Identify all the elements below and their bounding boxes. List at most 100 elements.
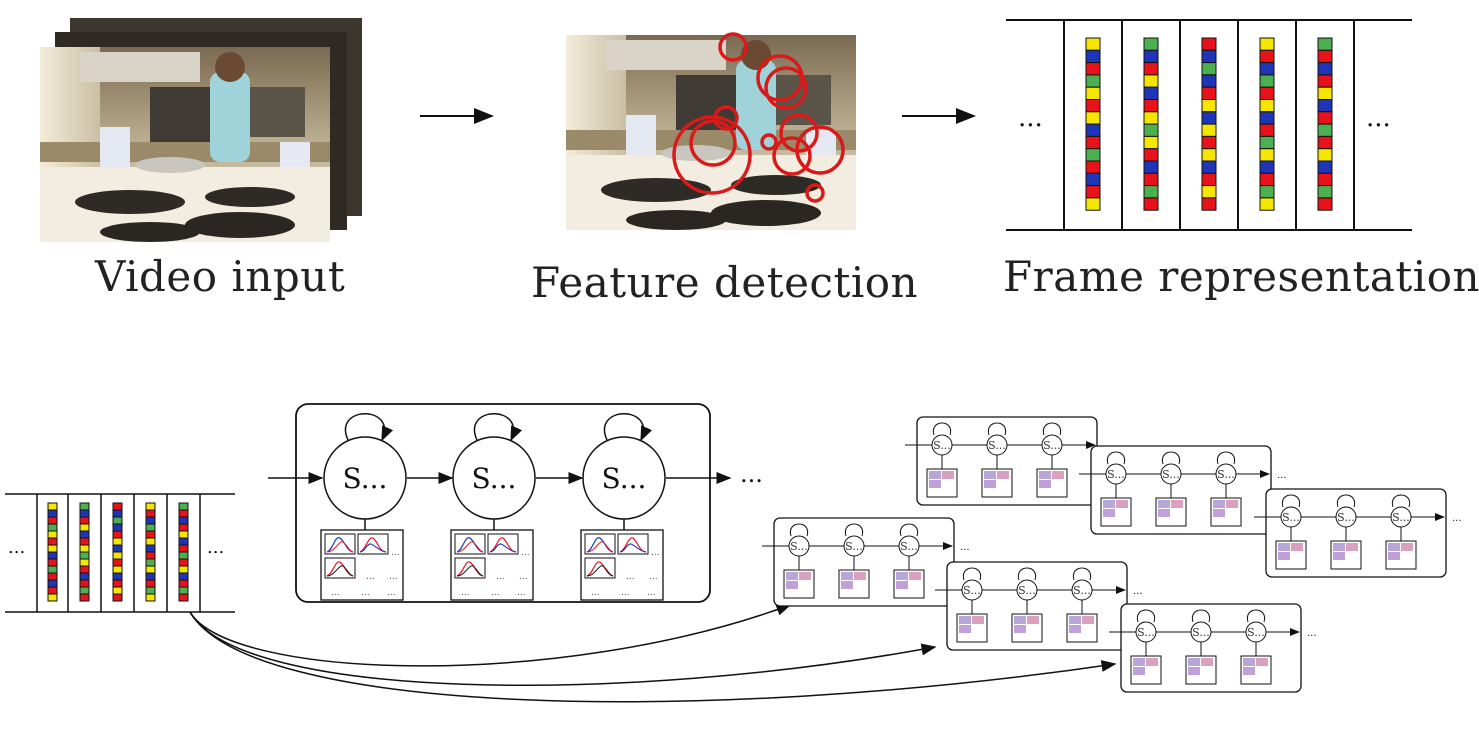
feature-cell [1201,148,1217,162]
ellipsis-left: ... [1018,103,1043,133]
feature-cell [1201,123,1217,137]
feature-cell [47,530,58,539]
feature-cell [79,551,90,560]
ellipsis-small-right: ... [207,537,225,558]
ellipsis-small-left: ... [8,537,26,558]
feature-cell [79,565,90,574]
feature-cell [47,537,58,546]
feature-cell [79,509,90,518]
feature-cell [1201,160,1217,174]
feature-cell [47,579,58,588]
feature-cell [1201,86,1217,100]
feature-cell [1259,49,1275,64]
feature-cell [1259,37,1275,51]
feature-cell [1259,185,1275,199]
feature-cell [178,530,189,539]
feature-cell [1085,135,1101,150]
feature-detection-image [566,32,856,230]
feature-cell [112,551,123,560]
feature-cell [1143,185,1159,199]
feature-cell [1143,111,1159,125]
feature-cell [1317,160,1333,174]
feature-cell [178,565,189,574]
feature-cell [1317,123,1333,137]
feature-cell [1143,197,1159,211]
feature-cell [79,516,90,525]
feature-cell [1317,49,1333,64]
feature-cell [1317,135,1333,150]
feature-cell [145,586,156,595]
feature-cell [178,537,189,546]
feature-cell [79,558,90,567]
feature-cell [1201,49,1217,64]
feature-cell [1317,37,1333,51]
feature-cell [145,544,156,553]
caption-frame-representation: Frame representation [1003,252,1479,301]
feature-cell [47,551,58,560]
feature-cell [145,523,156,532]
feature-cell [112,565,123,574]
feature-cell [1085,197,1101,211]
feature-cell [1259,62,1275,76]
feature-cell [1201,37,1217,51]
feature-cell [1201,99,1217,113]
feature-cell [112,544,123,553]
feature-cell [1259,123,1275,137]
feature-cell [145,558,156,567]
feature-cell [178,586,189,595]
feature-cell [1201,197,1217,211]
feature-cell [145,565,156,574]
feature-cell [79,537,90,546]
feature-cell [1317,172,1333,187]
feature-cell [1143,62,1159,76]
ellipsis-hmm: ... [740,460,763,488]
feature-cell [47,544,58,553]
feature-cell [145,579,156,588]
feature-cell [1143,74,1159,88]
feature-cell [112,579,123,588]
feature-cell [178,558,189,567]
feature-cell [1259,135,1275,150]
feature-cell [79,572,90,581]
feature-cell [1201,74,1217,88]
feature-cell [145,551,156,560]
feature-cell [1317,86,1333,100]
state-label: S... [343,462,388,495]
feature-cell [1085,148,1101,162]
frame-representation-small [5,493,235,613]
feature-cell [79,530,90,539]
feature-cell [1085,62,1101,76]
feature-cell [1143,49,1159,64]
feature-cell [79,523,90,532]
feature-cell [178,502,189,511]
state-label: S... [602,462,647,495]
feature-cell [1085,172,1101,187]
feature-cell [112,502,123,511]
feature-cell [1201,185,1217,199]
feature-cell [47,572,58,581]
feature-cell [47,516,58,525]
feature-cell [1317,148,1333,162]
feature-cell [47,523,58,532]
feature-cell [145,509,156,518]
feature-cell [1201,62,1217,76]
feature-cell [79,544,90,553]
feature-cell [178,544,189,553]
feature-cell [1143,123,1159,137]
feature-vector-columns-small [47,502,189,602]
feature-cell [145,537,156,546]
feature-cell [1085,160,1101,174]
frame-representation [1006,19,1412,231]
feature-cell [1143,148,1159,162]
feature-cell [1085,37,1101,51]
feature-cell [1085,111,1101,125]
feature-cell [1259,86,1275,100]
feature-cell [47,593,58,602]
feature-cell [79,593,90,602]
detected-features [672,32,845,203]
feature-cell [1259,172,1275,187]
feature-cell [1201,135,1217,150]
hmm-stack [762,417,1462,692]
feature-cell [1085,123,1101,137]
